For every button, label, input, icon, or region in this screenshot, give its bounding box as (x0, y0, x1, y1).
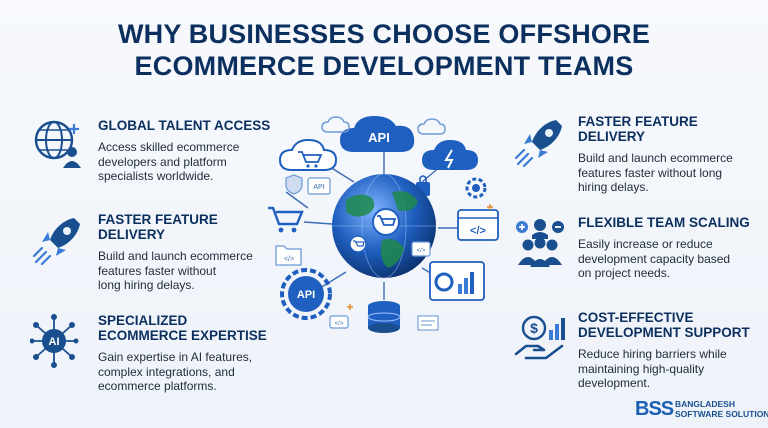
money-hand-icon: $ (514, 315, 565, 360)
title-line-2: ECOMMERCE DEVELOPMENT TEAMS (134, 51, 634, 81)
logo-name: BANGLADESH SOFTWARE SOLUTION (675, 399, 768, 419)
ai-label: AI (49, 336, 60, 348)
team-scaling-icon (516, 219, 564, 267)
svg-text:API: API (297, 289, 315, 301)
svg-text:</>: </> (335, 321, 344, 327)
feature-desc: Build and launch ecommerce features fast… (98, 249, 253, 292)
feature-desc: Easily increase or reduce development ca… (578, 237, 731, 280)
feature-desc: Access skilled ecommerce developers and … (98, 140, 240, 183)
feature-desc: Reduce hiring barriers while maintaining… (578, 347, 727, 390)
dashboard-icon (429, 261, 485, 301)
small-cloud-icon (321, 116, 350, 133)
shield-icon (285, 174, 303, 195)
feature-title: FASTER FEATURE DELIVERY (98, 212, 218, 242)
code-tag-icon: </> (329, 315, 349, 329)
cart-cloud (278, 138, 338, 171)
feature-title: FLEXIBLE TEAM SCALING (578, 215, 750, 230)
rocket-icon (514, 120, 562, 168)
api-gear-icon: API (280, 268, 332, 320)
document-icon (417, 315, 439, 331)
cart-badge-icon (372, 208, 400, 236)
central-network-illustration: API API (268, 116, 499, 333)
globe-user-icon (34, 120, 81, 168)
database-icon (367, 301, 401, 333)
api-cloud-top: API (340, 116, 415, 152)
small-cloud-icon (417, 118, 446, 135)
rocket-icon (32, 218, 80, 266)
api-label-top: API (368, 130, 390, 145)
lightning-cloud (422, 140, 478, 170)
feature-desc: Build and launch ecommerce features fast… (578, 151, 733, 194)
ai-brain-icon: AI (30, 314, 79, 368)
feature-title: GLOBAL TALENT ACCESS (98, 118, 271, 133)
logo-mark: BSS (635, 398, 674, 420)
svg-text:</>: </> (417, 248, 426, 254)
page-title: WHY BUSINESSES CHOOSE OFFSHORE ECOMMERCE… (0, 18, 768, 82)
title-line-1: WHY BUSINESSES CHOOSE OFFSHORE (117, 19, 651, 49)
svg-text:</>: </> (284, 256, 294, 263)
feature-title: SPECIALIZED ECOMMERCE EXPERTISE (98, 313, 267, 343)
feature-title: COST-EFFECTIVE DEVELOPMENT SUPPORT (578, 310, 750, 340)
cart-icon (268, 206, 304, 233)
code-window-icon: </> (457, 209, 499, 241)
feature-desc: Gain expertise in AI features, complex i… (98, 350, 253, 393)
svg-text:API: API (313, 184, 324, 191)
svg-text:</>: </> (470, 225, 486, 237)
feature-title: FASTER FEATURE DELIVERY (578, 114, 698, 144)
gear-icon (465, 177, 487, 199)
folder-code-icon: </> (275, 245, 302, 266)
svg-text:$: $ (530, 320, 538, 336)
small-cart-icon (349, 235, 367, 253)
sparkle-icons (347, 204, 493, 310)
api-doc-icon: API (307, 177, 331, 195)
code-chip-icon: </> (411, 241, 431, 257)
